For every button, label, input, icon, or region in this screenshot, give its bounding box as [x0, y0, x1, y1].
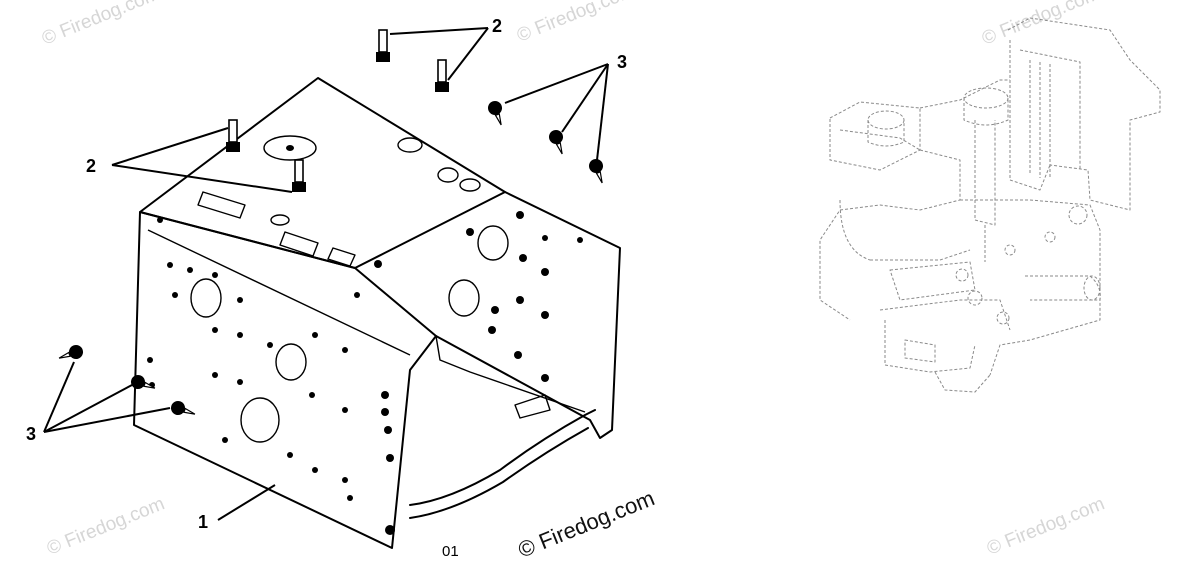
frame-top-plate [139, 77, 506, 269]
frame-fold-line [147, 229, 411, 356]
frame-slot-2 [279, 231, 319, 257]
frame-top-cutout-1 [397, 137, 423, 153]
frame-right-panel [435, 191, 621, 439]
screw-group-top-right [488, 101, 603, 184]
frame-left-large-hole-3 [240, 397, 280, 443]
watermark-layer: © Firedog.com © Firedog.com © Firedog.co… [39, 0, 1108, 560]
screw-icon [131, 375, 156, 389]
frame-top-cutout-2 [437, 167, 459, 183]
screw-icon [58, 345, 83, 359]
frame-top-cutout-4 [459, 178, 481, 192]
diagram-code: 01 [442, 543, 459, 560]
watermark-top-left: © Firedog.com [39, 0, 163, 50]
frame-assembly [133, 77, 621, 549]
engine-reference-drawing [819, 17, 1161, 393]
bolt-icon [292, 159, 306, 192]
frame-left-large-hole-1 [190, 278, 222, 318]
callout-screws-top-right: 3 [617, 52, 627, 72]
bolt-icon [376, 29, 390, 62]
frame-slot-3 [327, 247, 356, 267]
watermark-bottom-left: © Firedog.com [44, 493, 168, 559]
frame-top-hole [286, 145, 294, 151]
frame-tab [514, 394, 551, 419]
bolt-icon [435, 59, 449, 92]
frame-left-panel [133, 211, 437, 549]
frame-left-large-hole-2 [275, 343, 307, 381]
frame-bottom-rod-lower [409, 427, 589, 519]
frame-right-large-hole-1 [477, 225, 509, 261]
frame-top-opening [263, 135, 317, 161]
frame-right-small-holes [354, 211, 583, 382]
callout-screws-left: 3 [26, 424, 36, 444]
frame-right-large-hole-2 [448, 279, 480, 317]
bolt-group-top-right [376, 29, 449, 92]
screw-icon [171, 401, 196, 415]
frame-slot-1 [197, 191, 246, 219]
frame-bottom-rod [409, 409, 596, 506]
screw-icon [549, 130, 563, 155]
frame-inner-edge [435, 335, 586, 413]
watermark-bottom-right: © Firedog.com [984, 493, 1108, 559]
frame-top-cutout-3 [270, 214, 290, 226]
screw-group-left [58, 345, 196, 415]
callout-bolts-top-right: 2 [492, 16, 502, 36]
callout-frame: 1 [198, 512, 208, 532]
callout-bolts-top-left: 2 [86, 156, 96, 176]
frame-left-small-holes [147, 217, 395, 535]
screw-icon [589, 159, 603, 184]
watermark-top-center: © Firedog.com [514, 0, 638, 47]
bolt-icon [226, 119, 240, 152]
leader-lines [43, 27, 609, 521]
watermark-main: © Firedog.com [515, 485, 658, 562]
bolt-group-top-left [226, 119, 306, 192]
watermark-top-right: © Firedog.com [979, 0, 1103, 50]
screw-icon [488, 101, 502, 126]
